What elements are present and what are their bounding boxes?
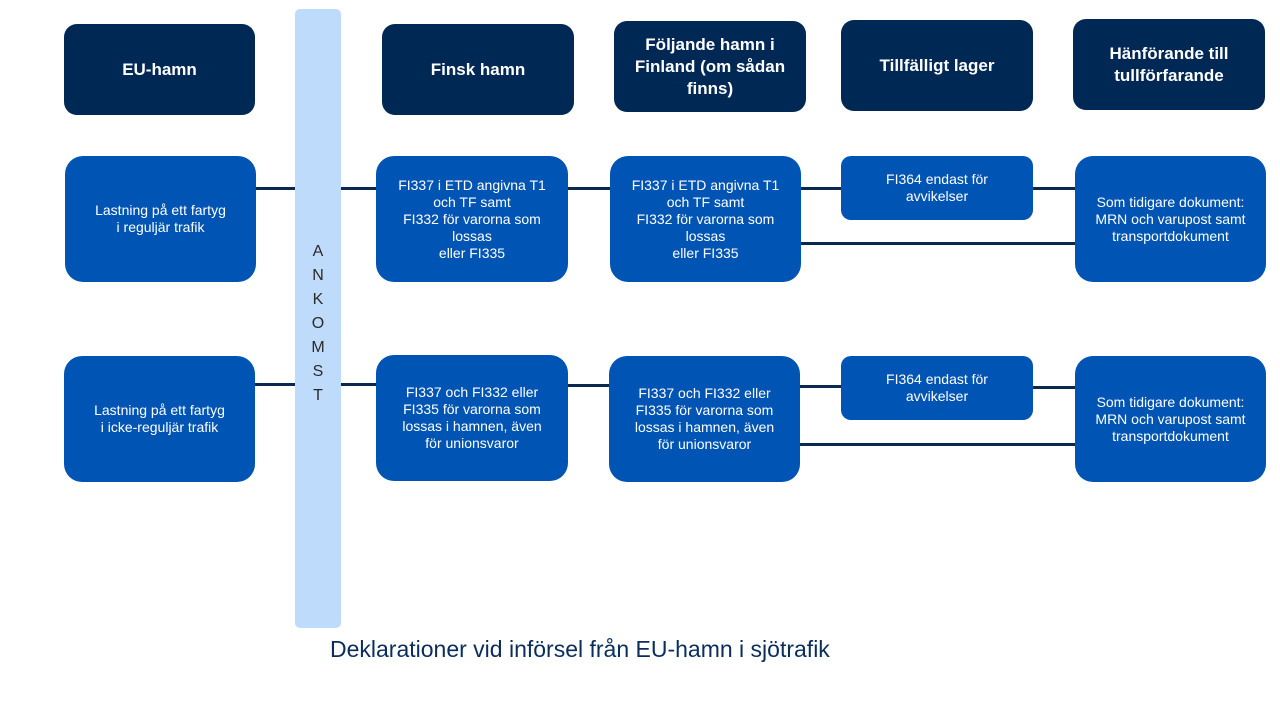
- row2-temp-storage: FI364 endast för avvikelser: [841, 356, 1033, 420]
- row2-customs-procedure: Som tidigare dokument: MRN och varupost …: [1075, 356, 1266, 482]
- connector-row2-arrival-to-finnish: [341, 383, 377, 386]
- row1-temp-storage: FI364 endast för avvikelser: [841, 156, 1033, 220]
- arrival-bar-label: A N K O M S T: [295, 240, 341, 408]
- connector-row2-storage-to-customs: [1032, 386, 1076, 389]
- arrival-bar: [295, 9, 341, 628]
- arrival-letter: N: [312, 267, 324, 284]
- arrival-letter: A: [312, 243, 324, 260]
- header-eu-port: EU-hamn: [64, 24, 255, 115]
- row2-origin: Lastning på ett fartyg i icke-reguljär t…: [64, 356, 255, 482]
- connector-row2-next-to-customs: [799, 443, 1076, 446]
- connector-row2-origin-to-arrival: [255, 383, 295, 386]
- connector-row1-origin-to-arrival: [256, 187, 295, 190]
- arrival-letter: M: [311, 339, 325, 356]
- connector-row2-next-to-storage: [799, 385, 842, 388]
- row2-finnish-port: FI337 och FI332 eller FI335 för varorna …: [376, 355, 568, 481]
- header-finnish-port: Finsk hamn: [382, 24, 574, 115]
- connector-row2-finnish-to-next: [568, 384, 610, 387]
- arrival-letter: T: [313, 387, 323, 404]
- connector-row1-storage-to-customs: [1032, 187, 1076, 190]
- row1-origin: Lastning på ett fartyg i reguljär trafik: [65, 156, 256, 282]
- header-customs-procedure: Hänförande till tullförfarande: [1073, 19, 1265, 110]
- arrival-letter: O: [311, 315, 325, 332]
- connector-row1-finnish-to-next: [568, 187, 611, 190]
- connector-row1-next-to-customs: [800, 242, 1076, 245]
- row1-next-port: FI337 i ETD angivna T1 och TF samt FI332…: [610, 156, 801, 282]
- header-temp-storage: Tillfälligt lager: [841, 20, 1033, 111]
- diagram-caption: Deklarationer vid införsel från EU-hamn …: [330, 636, 830, 662]
- connector-row1-arrival-to-finnish: [341, 187, 377, 190]
- row2-next-port: FI337 och FI332 eller FI335 för varorna …: [609, 356, 800, 482]
- row1-finnish-port: FI337 i ETD angivna T1 och TF samt FI332…: [376, 156, 568, 282]
- header-next-port: Följande hamn i Finland (om sådan finns): [614, 21, 806, 112]
- arrival-letter: S: [312, 363, 324, 380]
- arrival-letter: K: [312, 291, 324, 308]
- row1-customs-procedure: Som tidigare dokument: MRN och varupost …: [1075, 156, 1266, 282]
- connector-row1-next-to-storage: [800, 187, 842, 190]
